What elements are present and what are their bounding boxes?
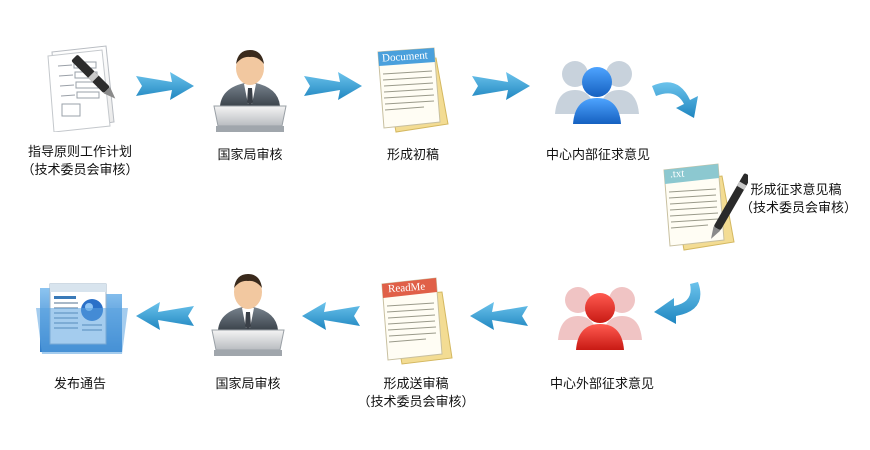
step-label-external-comment: 中心外部征求意见 (549, 377, 654, 392)
arrow-right-icon (304, 72, 362, 104)
txt-document-title: .txt (669, 167, 685, 181)
step-label-draft-plan: 指导原则工作计划 （技术委员会审核） (21, 145, 139, 178)
internal-users-icon (555, 56, 641, 126)
step-label-comment-draft: 形成征求意见稿 （技术委员会审核） (740, 183, 858, 216)
external-users-icon (558, 282, 644, 352)
txt-document-icon: .txt (660, 160, 751, 252)
document-icon: Document (374, 44, 458, 134)
arrow-left-icon (136, 302, 194, 334)
form-pen-icon (38, 42, 124, 133)
step-label-publish: 发布通告 (53, 377, 106, 392)
arrow-left-icon (302, 302, 360, 334)
step-label-bureau-review-1: 国家局审核 (217, 148, 283, 163)
arrow-right-icon (136, 72, 194, 104)
arrow-left-icon (470, 302, 528, 334)
step-label-first-draft: 形成初稿 (386, 148, 439, 163)
arrow-right-icon (472, 72, 530, 104)
arrow-curved-down-icon (650, 74, 706, 124)
step-label-internal-comment: 中心内部征求意见 (545, 148, 650, 163)
readme-document-icon: ReadMe (376, 274, 462, 366)
arrow-curved-left-icon (650, 280, 706, 330)
step-label-review-draft: 形成送审稿 （技术委员会审核） (357, 377, 475, 410)
official-podium-icon (210, 46, 290, 134)
website-folder-icon (36, 278, 128, 358)
official-podium-icon (208, 270, 288, 358)
step-label-bureau-review-2: 国家局审核 (215, 377, 281, 392)
